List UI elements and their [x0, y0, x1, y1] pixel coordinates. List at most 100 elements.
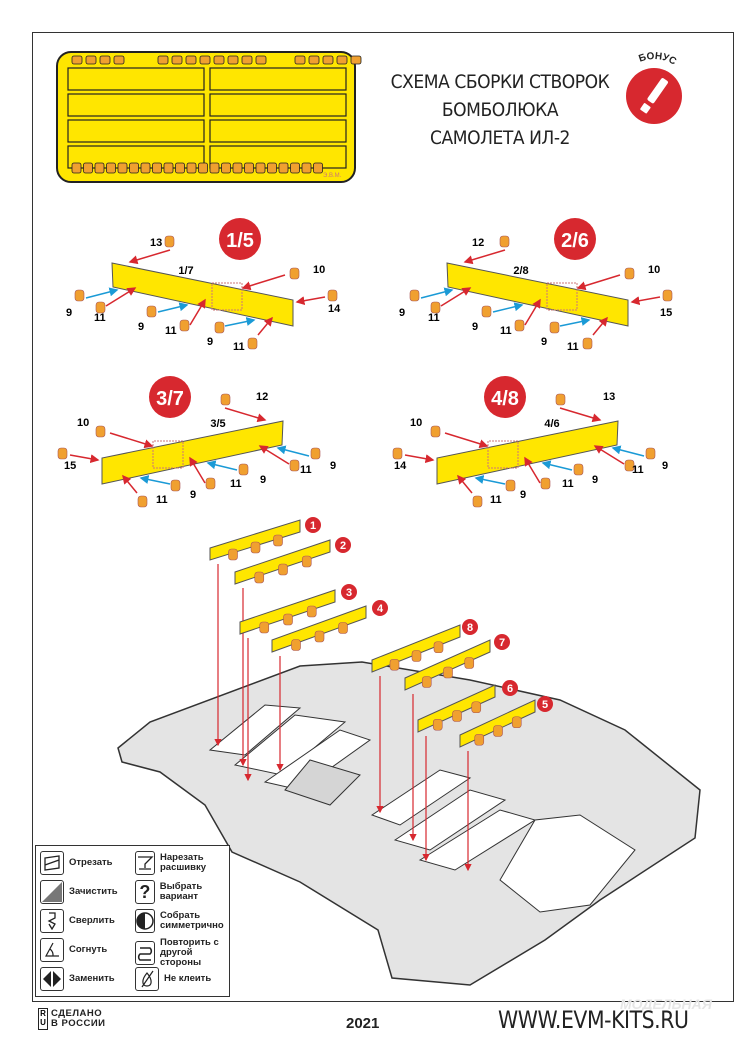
part-label: 10	[313, 264, 325, 276]
arrow	[559, 317, 591, 327]
arrow	[257, 316, 273, 336]
part-label: 11	[428, 312, 440, 324]
small-part	[179, 319, 190, 332]
assembly-number-7: 7	[494, 634, 510, 650]
small-part	[474, 733, 485, 746]
logo-text: В РОССИИ	[51, 1018, 106, 1029]
part-label: 13	[150, 237, 162, 249]
svg-text:БОНУС: БОНУС	[637, 51, 678, 68]
arrow	[463, 249, 506, 265]
small-part	[301, 555, 312, 568]
small-part	[310, 447, 321, 460]
assembly-panel-3	[239, 589, 336, 782]
panel-label: 4/6	[544, 418, 559, 430]
subassembly-1: 1/5 1/7 13 10 14 9 11 9 11 9 11	[66, 218, 341, 353]
arrow	[189, 456, 206, 484]
panel-label: 1/7	[178, 265, 193, 277]
fret-small-part	[308, 55, 320, 65]
arrow	[85, 287, 119, 299]
small-part	[409, 289, 420, 302]
subassembly-drawing	[74, 235, 338, 350]
small-part	[645, 447, 656, 460]
half-circle-icon	[135, 909, 155, 933]
drill-icon	[40, 909, 64, 933]
fret-small-part	[294, 55, 306, 65]
subassembly-3: 3/7 3/5 12 10 15 9 11 9 11 9 11	[64, 376, 336, 506]
fret-small-part	[198, 162, 208, 174]
fret-small-part	[186, 162, 197, 174]
assembly-panel-4	[271, 605, 367, 772]
arrow	[258, 445, 290, 465]
arrow	[206, 460, 238, 471]
assembly-number-3: 3	[341, 584, 357, 600]
arrow	[69, 454, 100, 464]
fret-small-part	[71, 55, 83, 65]
assembly-number-1: 1	[305, 517, 321, 533]
arrow	[295, 296, 326, 306]
fret-small-part	[85, 55, 97, 65]
part-label: 9	[190, 489, 196, 501]
repeat-icon	[135, 941, 155, 965]
small-part	[327, 289, 338, 302]
small-part	[411, 650, 422, 662]
small-part	[430, 301, 441, 314]
arrow	[593, 445, 625, 465]
panel-label: 3/5	[210, 418, 225, 430]
fret-small-part	[199, 55, 211, 65]
small-part	[247, 337, 258, 350]
fret-small-part	[99, 55, 111, 65]
subassembly-4: 4/8 4/6 13 10 14 9 11 9 11 9 11	[394, 376, 668, 506]
assembly-panel-5	[371, 624, 461, 814]
arrow	[224, 407, 267, 423]
assembly-panel-1	[209, 519, 301, 747]
part-label: 15	[64, 460, 76, 472]
arrow	[444, 432, 489, 449]
fret-small-part	[301, 162, 312, 174]
small-part	[57, 447, 68, 460]
panel-detail	[211, 282, 243, 311]
legend-item: Нарезать расшивку	[135, 851, 227, 875]
door-panel	[446, 262, 629, 327]
part-label: 9	[399, 307, 405, 319]
small-part	[505, 479, 516, 492]
small-part	[481, 305, 492, 318]
part-label: 11	[500, 325, 512, 337]
cut-icon	[40, 851, 64, 875]
step-badge: 1/5	[226, 230, 254, 252]
part-label: 9	[472, 321, 478, 333]
part-label: 9	[592, 474, 598, 486]
small-part	[250, 541, 261, 554]
website-url: WWW.EVM-KITS.RU	[498, 1006, 689, 1034]
small-part	[170, 479, 181, 492]
small-part	[146, 305, 157, 318]
step-badge: 2/6	[561, 230, 589, 252]
small-part	[164, 235, 175, 248]
fret-panel	[67, 119, 205, 143]
fret-small-part	[232, 162, 243, 174]
fret-small-part	[221, 162, 231, 174]
arrow	[139, 475, 171, 485]
small-part	[74, 289, 85, 302]
small-part	[471, 701, 482, 714]
small-part	[573, 463, 584, 476]
fret-small-part	[157, 55, 169, 65]
photo-etch-fret: Э.В.М.	[56, 51, 362, 183]
fret-small-part	[117, 162, 128, 174]
part-label: 14	[328, 303, 341, 315]
door-panel	[101, 420, 284, 485]
arrow	[592, 316, 608, 336]
small-part	[228, 548, 238, 561]
legend-item: Не клеить	[135, 967, 227, 991]
part-label: 10	[410, 417, 422, 429]
fret-panel	[209, 93, 347, 117]
title-line: БОМБОЛЮКА	[441, 99, 559, 121]
part-label: 12	[472, 237, 484, 249]
part-label: 11	[94, 312, 106, 324]
small-part	[514, 319, 525, 332]
assembly-number-5: 5	[537, 696, 553, 712]
small-part	[549, 321, 560, 334]
subassembly-drawing	[57, 393, 321, 508]
fret-small-part	[209, 162, 220, 174]
legend-item: Зачистить	[40, 880, 118, 904]
arrow	[122, 474, 138, 494]
